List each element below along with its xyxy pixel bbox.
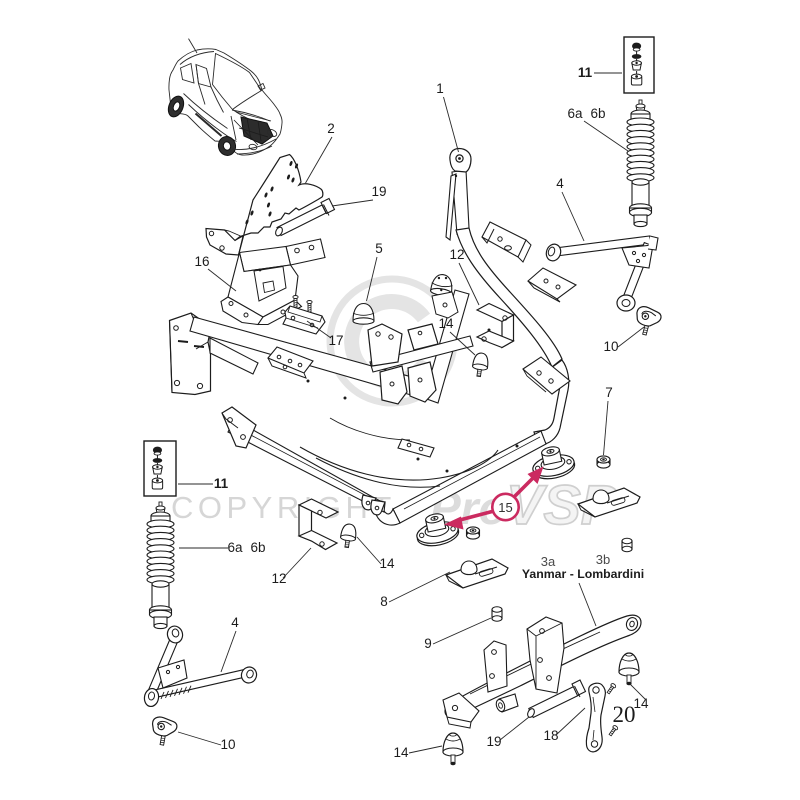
svg-text:19: 19 [371,184,386,199]
svg-text:10: 10 [603,339,618,354]
svg-text:3b: 3b [596,552,610,567]
svg-text:9: 9 [424,636,432,651]
svg-text:6b: 6b [250,540,265,555]
svg-text:1: 1 [436,81,444,96]
svg-text:14: 14 [393,745,409,760]
svg-text:11: 11 [214,476,229,491]
svg-text:18: 18 [543,728,558,743]
svg-text:16: 16 [194,254,209,269]
svg-text:14: 14 [438,316,454,331]
svg-text:12: 12 [271,571,286,586]
svg-text:6a: 6a [227,540,243,555]
svg-text:2: 2 [327,121,335,136]
svg-text:Yanmar - Lombardini: Yanmar - Lombardini [522,567,644,581]
svg-text:11: 11 [578,65,593,80]
svg-text:14: 14 [379,556,395,571]
svg-text:4: 4 [231,615,239,630]
svg-text:10: 10 [220,737,235,752]
svg-text:12: 12 [449,247,464,262]
svg-text:15: 15 [498,500,512,515]
svg-text:17: 17 [328,333,343,348]
svg-text:6b: 6b [590,106,605,121]
svg-text:3a: 3a [541,554,556,569]
svg-text:14: 14 [633,696,649,711]
svg-text:6a: 6a [567,106,583,121]
svg-text:8: 8 [380,594,388,609]
svg-text:7: 7 [605,385,613,400]
svg-text:20: 20 [613,702,636,727]
svg-text:4: 4 [556,176,564,191]
svg-text:5: 5 [375,241,383,256]
svg-text:19: 19 [486,734,501,749]
